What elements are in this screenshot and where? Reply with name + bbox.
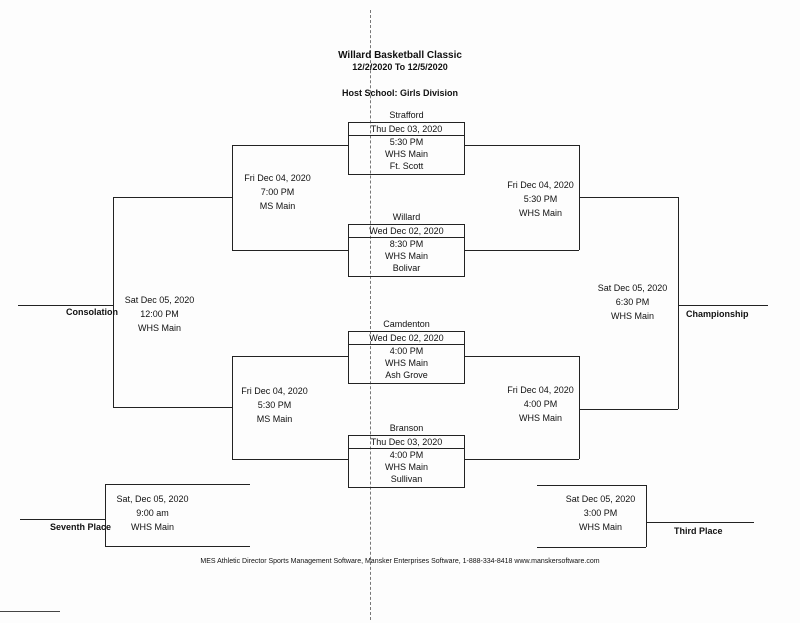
game-date: Wed Dec 02, 2020	[349, 332, 464, 345]
bracket-line	[232, 250, 348, 251]
bracket-line	[232, 356, 233, 459]
consolation-label: Consolation	[66, 307, 118, 317]
game-venue: WHS Main	[610, 311, 654, 321]
page-edge-mark	[0, 611, 60, 613]
bracket-line	[465, 145, 579, 146]
game-venue: WHS Main	[130, 522, 174, 532]
game-date: Sat Dec 05, 2020	[124, 295, 195, 305]
game-time: 4:00 PM	[389, 450, 424, 460]
game-date: Fri Dec 04, 2020	[507, 385, 574, 395]
game-time: 4:00 PM	[523, 399, 558, 409]
bracket-line	[646, 485, 647, 547]
third-place-game: Sat Dec 05, 2020 3:00 PM WHS Main	[553, 492, 648, 534]
bracket-line	[105, 484, 250, 485]
team-top-3: Camdenton	[383, 319, 430, 329]
game-box-1: Thu Dec 03, 2020 5:30 PM WHS Main Ft. Sc…	[348, 122, 465, 175]
bracket-line	[113, 197, 114, 407]
seventh-place-label: Seventh Place	[50, 522, 112, 532]
game-box-4: Thu Dec 03, 2020 4:00 PM WHS Main Sulliv…	[348, 435, 465, 488]
winner-semi-1: Fri Dec 04, 2020 5:30 PM WHS Main	[493, 178, 588, 220]
bracket-line	[113, 197, 232, 198]
game-time: 3:00 PM	[583, 508, 618, 518]
game-date: Thu Dec 03, 2020	[349, 436, 464, 449]
game-time: 5:30 PM	[523, 194, 558, 204]
bracket-line	[579, 197, 678, 198]
bracket-line	[646, 522, 754, 523]
bracket-line	[579, 356, 580, 459]
fold-line	[370, 10, 371, 620]
game-venue: WHS Main	[518, 208, 562, 218]
game-venue: WHS Main	[384, 358, 428, 368]
bracket-line	[678, 197, 679, 409]
game-time: 4:00 PM	[389, 346, 424, 356]
game-time: 8:30 PM	[389, 239, 424, 249]
game-venue: MS Main	[259, 201, 296, 211]
bracket-line	[537, 547, 646, 548]
game-time: 5:30 PM	[257, 400, 292, 410]
team-bottom-1: Ft. Scott	[389, 161, 424, 171]
page-subtitle: Host School: Girls Division	[341, 88, 458, 98]
game-venue: MS Main	[256, 414, 293, 424]
bracket-line	[678, 305, 768, 306]
game-time: 6:30 PM	[615, 297, 650, 307]
team-top-2: Willard	[392, 212, 421, 222]
consolation-semi-1: Fri Dec 04, 2020 7:00 PM MS Main	[230, 171, 325, 213]
game-date: Fri Dec 04, 2020	[241, 386, 308, 396]
date-range: 12/2/2020 To 12/5/2020	[352, 62, 448, 72]
page-title: Willard Basketball Classic	[338, 50, 462, 61]
footer-credit: MES Athletic Director Sports Management …	[200, 558, 600, 565]
bracket-line	[105, 546, 250, 547]
game-date: Fri Dec 04, 2020	[507, 180, 574, 190]
consolation-semi-2: Fri Dec 04, 2020 5:30 PM MS Main	[227, 384, 322, 426]
bracket-line	[18, 305, 113, 306]
game-box-3: Wed Dec 02, 2020 4:00 PM WHS Main Ash Gr…	[348, 331, 465, 384]
bracket-line	[537, 485, 646, 486]
consolation-game: Sat Dec 05, 2020 12:00 PM WHS Main	[112, 293, 207, 335]
game-date: Sat Dec 05, 2020	[565, 494, 636, 504]
game-venue: WHS Main	[384, 149, 428, 159]
bracket-line	[579, 409, 678, 410]
game-date: Sat, Dec 05, 2020	[116, 494, 189, 504]
bracket-line	[232, 145, 233, 250]
team-top-1: Strafford	[389, 110, 424, 120]
bracket-line	[465, 459, 579, 460]
game-time: 7:00 PM	[260, 187, 295, 197]
game-venue: WHS Main	[578, 522, 622, 532]
game-time: 12:00 PM	[140, 309, 179, 319]
team-bottom-2: Bolivar	[392, 263, 421, 273]
team-bottom-3: Ash Grove	[385, 370, 428, 380]
bracket-line	[232, 145, 348, 146]
game-date: Thu Dec 03, 2020	[349, 123, 464, 136]
bracket-line	[232, 356, 348, 357]
championship-game: Sat Dec 05, 2020 6:30 PM WHS Main	[585, 281, 680, 323]
bracket-line	[232, 459, 348, 460]
game-venue: WHS Main	[518, 413, 562, 423]
bracket-line	[465, 250, 579, 251]
game-time: 9:00 am	[136, 508, 169, 518]
game-date: Sat Dec 05, 2020	[597, 283, 668, 293]
team-bottom-4: Sullivan	[390, 474, 423, 484]
bracket-line	[105, 484, 106, 546]
game-time: 5:30 PM	[389, 137, 424, 147]
championship-label: Championship	[686, 309, 749, 319]
third-place-label: Third Place	[674, 526, 723, 536]
winner-semi-2: Fri Dec 04, 2020 4:00 PM WHS Main	[493, 383, 588, 425]
bracket-line	[465, 356, 579, 357]
bracket-line	[20, 519, 105, 520]
team-top-4: Branson	[389, 423, 424, 433]
game-venue: WHS Main	[384, 462, 428, 472]
game-venue: WHS Main	[384, 251, 428, 261]
bracket-line	[113, 407, 232, 408]
game-date: Fri Dec 04, 2020	[244, 173, 311, 183]
game-box-2: Wed Dec 02, 2020 8:30 PM WHS Main Boliva…	[348, 224, 465, 277]
game-date: Wed Dec 02, 2020	[349, 225, 464, 238]
seventh-place-game: Sat, Dec 05, 2020 9:00 am WHS Main	[105, 492, 200, 534]
game-venue: WHS Main	[137, 323, 181, 333]
